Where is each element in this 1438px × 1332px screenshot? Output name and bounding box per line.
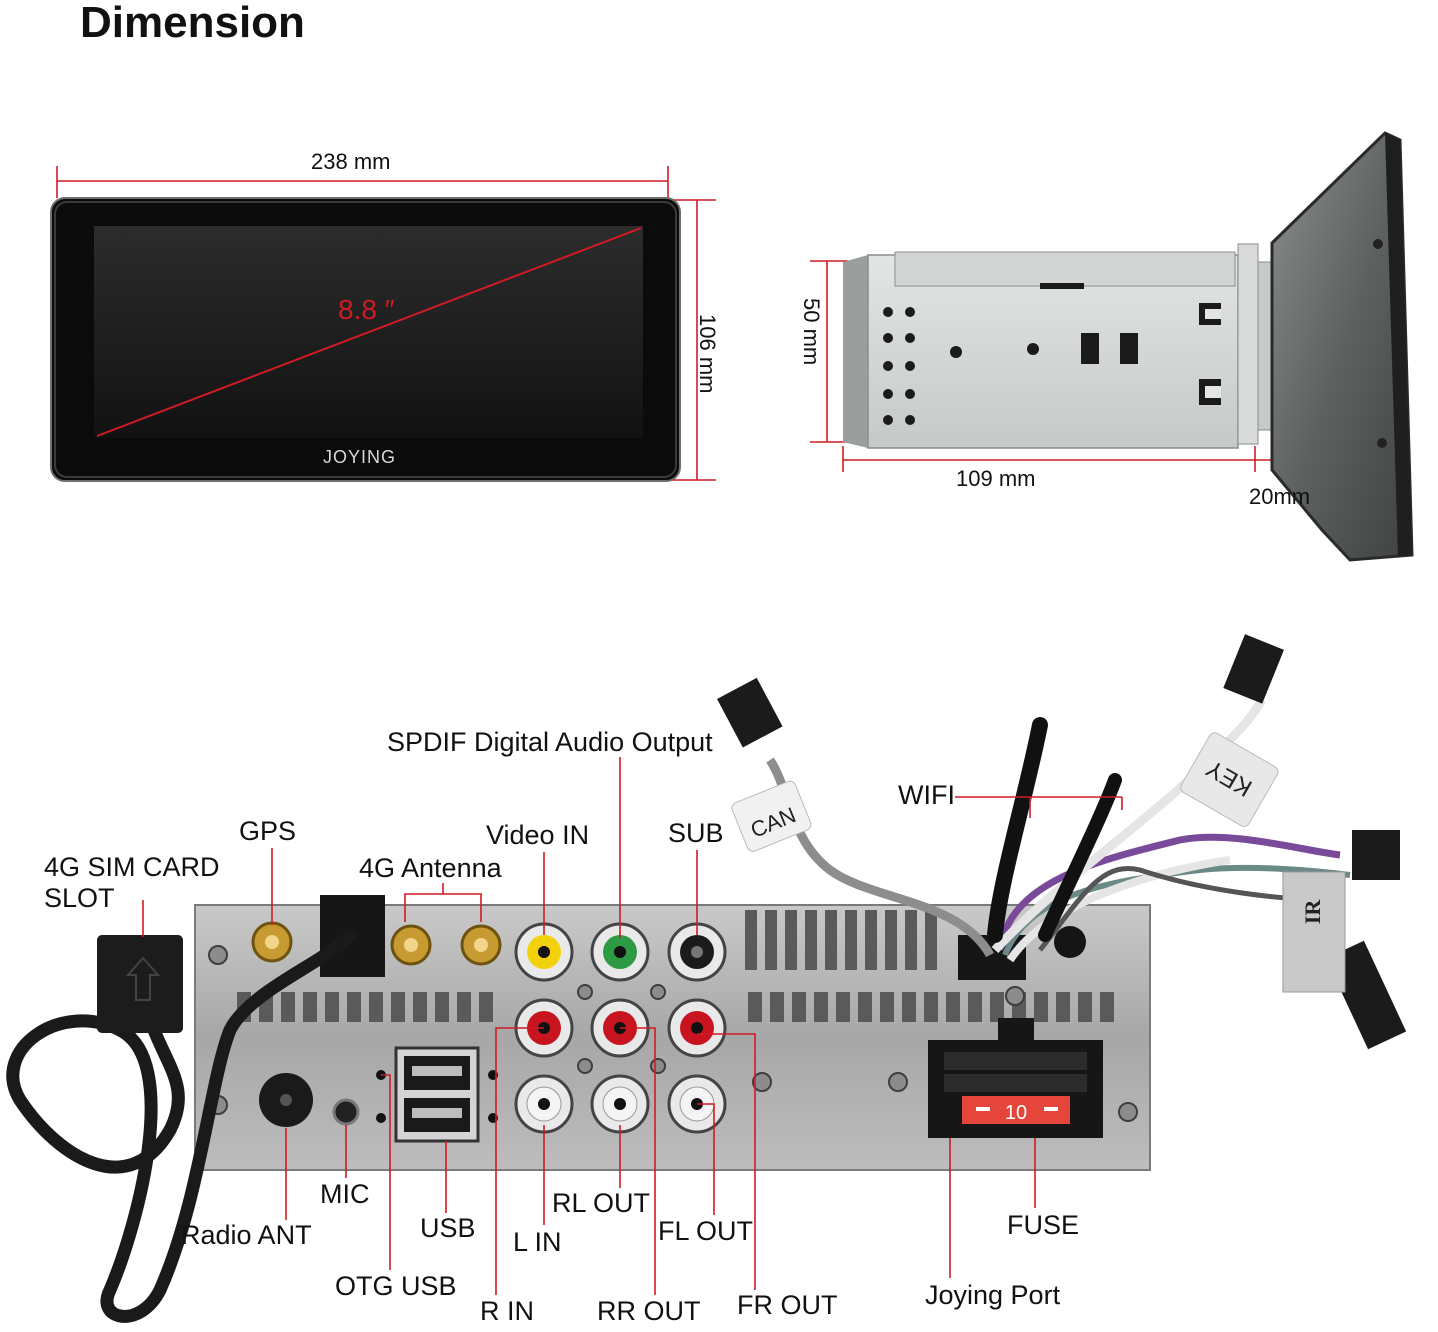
front-height-label: 106 mm — [695, 314, 720, 394]
ir-tag-text: IR — [1300, 899, 1325, 925]
4g-antenna-connectors — [390, 924, 502, 966]
usb-ports — [376, 1046, 498, 1143]
faceplate-depth-label: 20mm — [1249, 484, 1311, 509]
diagonal-size-label: 8.8 ″ — [338, 294, 395, 325]
front-view — [50, 166, 716, 482]
sim-card-tray — [97, 935, 183, 1033]
sim-card-label-line1: 4G SIM CARD — [44, 852, 220, 882]
side-view — [810, 131, 1414, 562]
wifi-label: WIFI — [898, 780, 955, 810]
rear-view: CAN KEY IR 10 — [6, 634, 1407, 1323]
spdif-label: SPDIF Digital Audio Output — [387, 727, 713, 757]
usb-label: USB — [420, 1213, 476, 1243]
otg-usb-label: OTG USB — [335, 1271, 457, 1301]
joying-port-connector — [928, 935, 1103, 1138]
leader-lines — [142, 757, 1123, 1295]
brand-logo: JOYING — [323, 447, 397, 467]
can-tag — [731, 780, 812, 852]
sim-card-label-line2: SLOT — [44, 883, 115, 913]
ir-tag — [1282, 871, 1346, 993]
sub-label: SUB — [668, 818, 724, 848]
fl-out-label: FL OUT — [658, 1216, 754, 1246]
sim-cable — [6, 928, 357, 1323]
4g-antenna-label: 4G Antenna — [359, 853, 502, 883]
mic-label: MIC — [320, 1179, 370, 1209]
rl-out-label: RL OUT — [552, 1188, 651, 1218]
page-title: Dimension — [80, 0, 305, 47]
side-height-label: 50 mm — [799, 298, 824, 366]
video-in-label: Video IN — [486, 820, 590, 850]
l-in-label: L IN — [513, 1227, 562, 1257]
fr-out-label: FR OUT — [737, 1290, 838, 1320]
radio-ant-label: Radio ANT — [181, 1220, 312, 1250]
vent-slots — [237, 910, 1114, 1022]
mic-jack — [332, 1098, 360, 1126]
key-tag — [1180, 732, 1279, 827]
side-depth-label: 109 mm — [956, 466, 1036, 491]
r-in-label: R IN — [480, 1296, 534, 1326]
joying-port-label: Joying Port — [925, 1280, 1061, 1310]
front-width-label: 238 mm — [311, 149, 391, 174]
fuse-label: FUSE — [1007, 1210, 1080, 1240]
rr-out-label: RR OUT — [597, 1296, 701, 1326]
gps-label: GPS — [239, 816, 297, 846]
diagonal-line — [96, 227, 642, 437]
wifi-antenna — [987, 717, 1048, 943]
gps-connector — [251, 921, 293, 963]
fuse-rating-text: 10 — [1005, 1102, 1027, 1124]
